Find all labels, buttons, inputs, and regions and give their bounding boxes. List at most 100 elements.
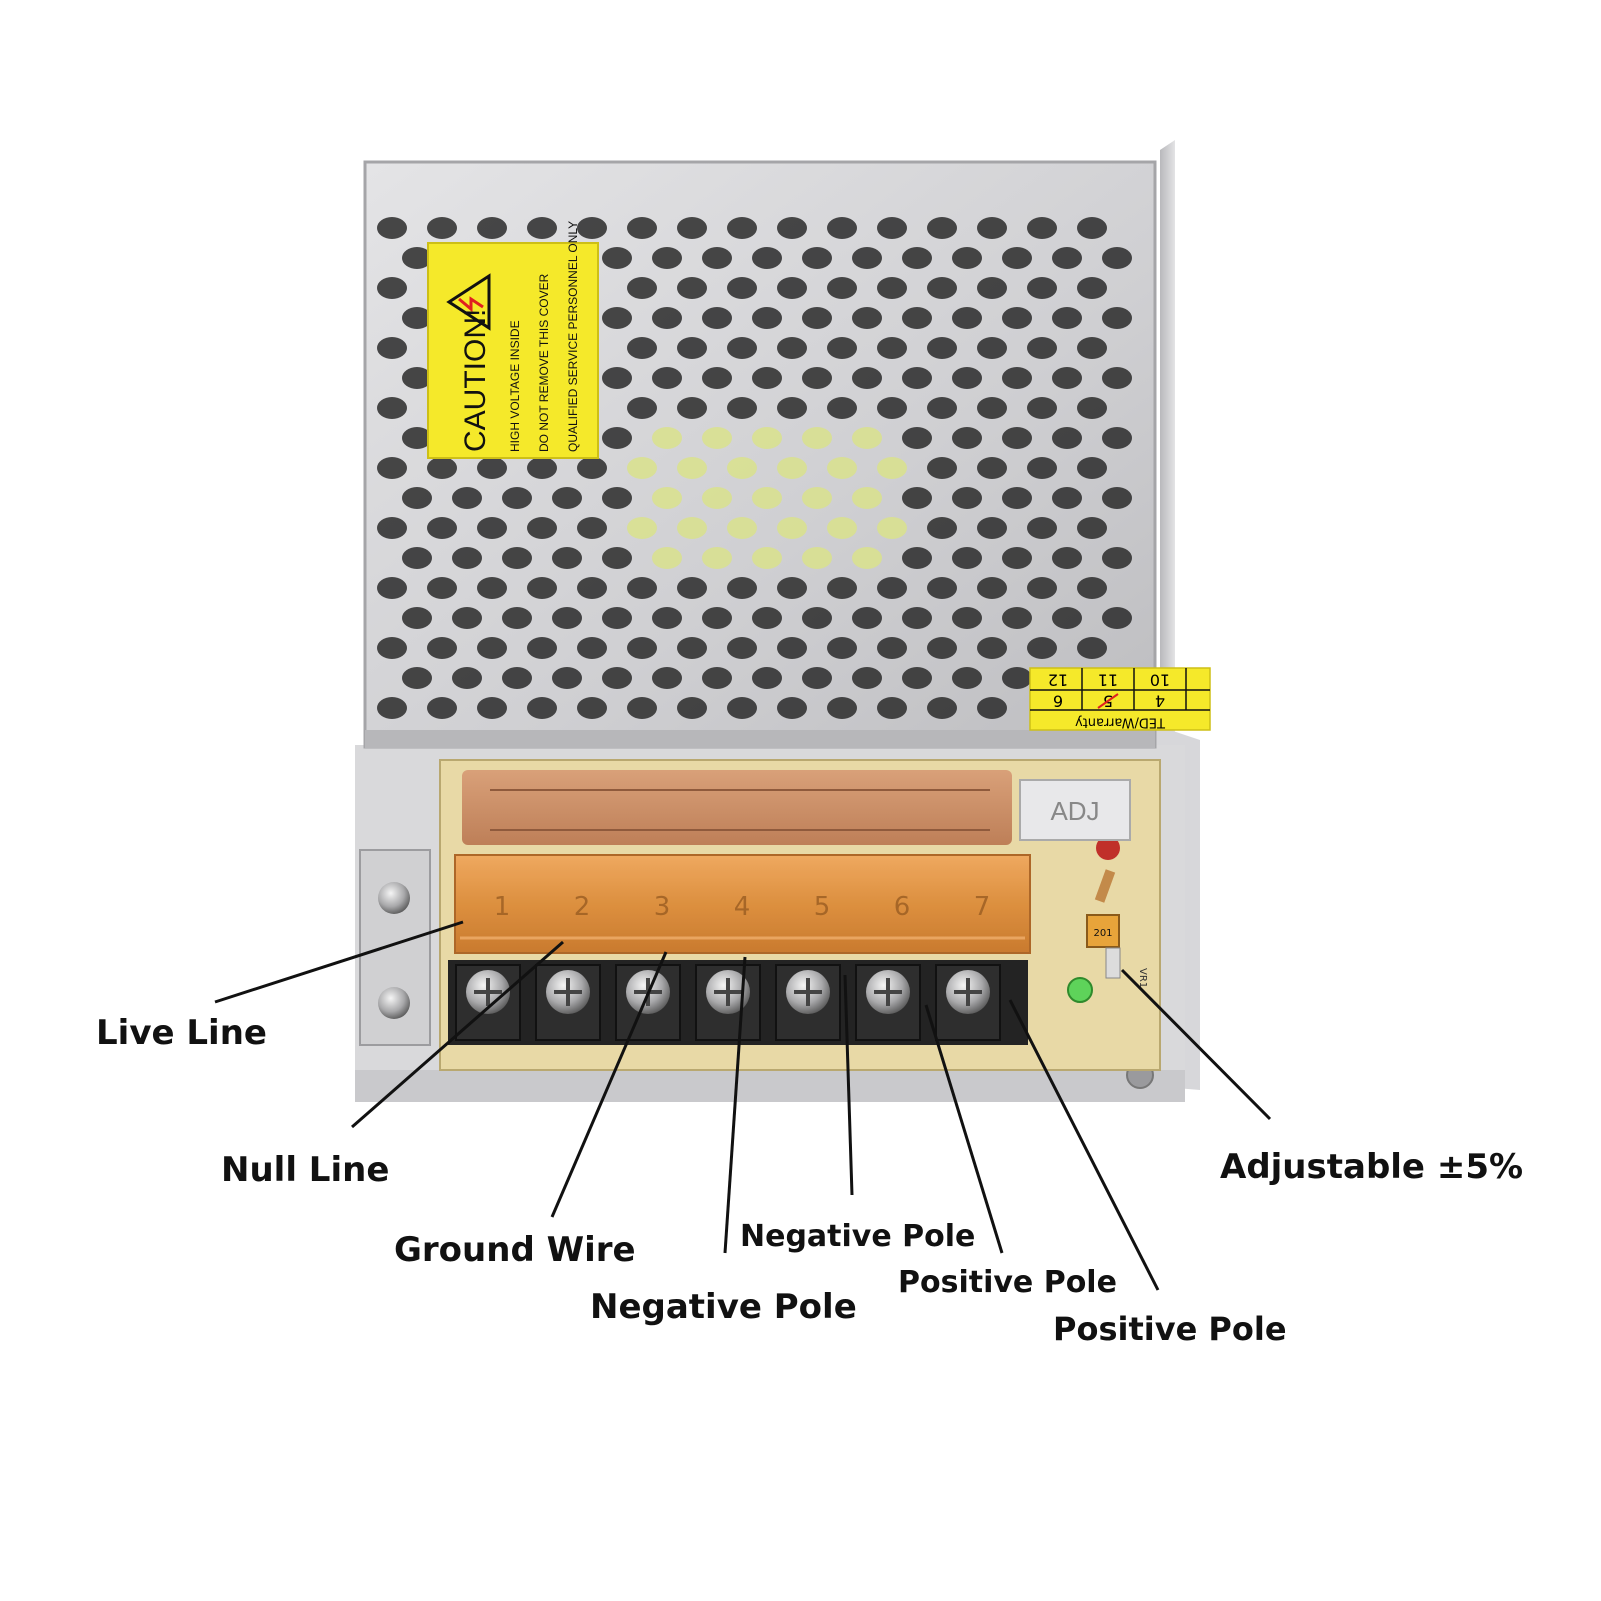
vent-hole [852, 547, 882, 569]
vent-hole [877, 397, 907, 419]
vent-hole [777, 217, 807, 239]
vent-hole [727, 577, 757, 599]
vent-hole [652, 247, 682, 269]
vent-hole [477, 637, 507, 659]
vent-hole [552, 667, 582, 689]
vent-hole [602, 487, 632, 509]
vent-hole [1027, 337, 1057, 359]
vent-hole [877, 217, 907, 239]
vent-hole [827, 217, 857, 239]
vent-hole [952, 487, 982, 509]
vent-hole [802, 427, 832, 449]
vent-hole [402, 547, 432, 569]
vent-hole [402, 247, 432, 269]
vent-hole [977, 457, 1007, 479]
leader-line [924, 1004, 1004, 1254]
vent-hole [727, 397, 757, 419]
vent-hole [1052, 307, 1082, 329]
callout-negative-pole-terminal-5: Negative Pole [740, 1219, 976, 1254]
vent-hole [1027, 457, 1057, 479]
leader-line [214, 920, 464, 1004]
vent-hole [727, 337, 757, 359]
vent-hole [727, 517, 757, 539]
vent-hole [677, 577, 707, 599]
vent-hole [777, 337, 807, 359]
vent-hole [1002, 307, 1032, 329]
vent-hole [552, 607, 582, 629]
vent-hole [802, 667, 832, 689]
vent-hole [1102, 307, 1132, 329]
warranty-num-10: 10 [1150, 671, 1170, 690]
vent-hole [927, 637, 957, 659]
callout-negative-pole-terminal-4: Negative Pole [590, 1287, 857, 1327]
vent-hole [577, 457, 607, 479]
vent-hole [402, 427, 432, 449]
vent-hole [802, 247, 832, 269]
vent-hole [977, 577, 1007, 599]
vent-hole [427, 217, 457, 239]
vent-hole [752, 547, 782, 569]
status-led-green [1067, 977, 1093, 1003]
vent-hole [1077, 457, 1107, 479]
vent-hole [952, 367, 982, 389]
vent-hole [727, 697, 757, 719]
leader-line [1008, 999, 1160, 1291]
vent-hole [827, 697, 857, 719]
vent-hole [752, 667, 782, 689]
vent-hole [527, 517, 557, 539]
vent-hole [1027, 637, 1057, 659]
vent-hole [502, 547, 532, 569]
vent-hole [477, 697, 507, 719]
vent-hole [977, 217, 1007, 239]
vent-hole [677, 337, 707, 359]
vent-hole [952, 547, 982, 569]
vent-hole [852, 307, 882, 329]
vent-hole [677, 217, 707, 239]
vent-hole [1002, 547, 1032, 569]
vent-hole [1102, 427, 1132, 449]
vent-hole [1077, 637, 1107, 659]
vent-hole [502, 607, 532, 629]
caution-line-2: DO NOT REMOVE THIS COVER [537, 273, 551, 452]
callout-live-line: Live Line [96, 1013, 267, 1053]
warranty-num-4: 4 [1155, 692, 1165, 711]
vent-hole [977, 277, 1007, 299]
vent-hole [727, 457, 757, 479]
vent-hole [1102, 547, 1132, 569]
vent-hole [927, 517, 957, 539]
vent-hole [702, 247, 732, 269]
vent-hole [777, 457, 807, 479]
vent-hole [777, 637, 807, 659]
vent-hole [927, 277, 957, 299]
vent-hole [627, 457, 657, 479]
vent-hole [902, 427, 932, 449]
terminal-number: 6 [894, 892, 911, 922]
vent-hole [1102, 367, 1132, 389]
vent-hole [1002, 367, 1032, 389]
vent-hole [602, 307, 632, 329]
warranty-num-12: 12 [1048, 671, 1068, 690]
vr-mark: VR1 [1137, 968, 1148, 988]
callout-positive-pole-terminal-6: Positive Pole [898, 1265, 1117, 1300]
vent-hole [427, 637, 457, 659]
vent-hole [902, 487, 932, 509]
vent-hole [1027, 577, 1057, 599]
caution-label: CAUTION! HIGH VOLTAGE INSIDE DO NOT REMO… [427, 221, 599, 459]
vent-hole [802, 547, 832, 569]
vent-hole [402, 607, 432, 629]
vent-hole [652, 607, 682, 629]
terminal-number: 1 [494, 892, 511, 922]
vent-hole [952, 607, 982, 629]
vent-hole [402, 367, 432, 389]
terminal-block [448, 960, 1028, 1045]
vent-hole [902, 367, 932, 389]
vent-hole [427, 517, 457, 539]
vent-hole [902, 307, 932, 329]
callout-ground-wire: Ground Wire [394, 1230, 636, 1270]
vent-hole [452, 607, 482, 629]
vent-hole [977, 397, 1007, 419]
leader-line [843, 974, 854, 1196]
vent-hole [377, 277, 407, 299]
vent-hole [927, 457, 957, 479]
